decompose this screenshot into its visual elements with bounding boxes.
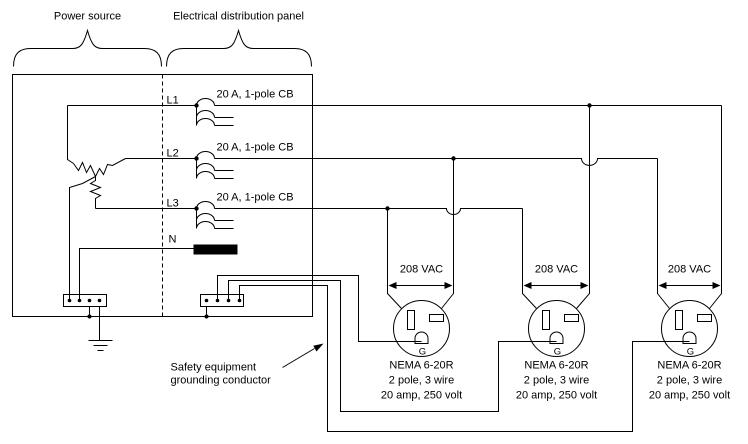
receptacle-rating: 20 amp, 250 volt — [649, 390, 730, 402]
grounding-conductor-1 — [217, 275, 416, 342]
source-ground-bar — [63, 294, 107, 307]
breaker-pole-icon — [196, 110, 215, 118]
bus-label-l1: L1 — [167, 95, 179, 107]
ground-pin-label: G — [419, 347, 426, 358]
junction-dot — [87, 314, 92, 319]
receptacle-config: 2 pole, 3 wire — [657, 375, 722, 387]
power-source-section — [63, 105, 194, 351]
wire-l1-drop — [709, 105, 722, 309]
breaker-pole-icon — [196, 163, 215, 171]
enclosure — [12, 74, 313, 317]
arrowhead-icon — [388, 282, 397, 289]
hot-slot-vertical — [675, 310, 683, 330]
winding-l2-icon — [95, 158, 126, 177]
junction-dot — [204, 314, 209, 319]
breaker-label: 20 A, 1-pole CB — [217, 142, 294, 154]
power-source-brace — [13, 28, 162, 67]
section-braces: Power source Electrical distribution pan… — [13, 11, 312, 67]
distribution-panel-label: Electrical distribution panel — [173, 11, 304, 23]
grounding-conductor-2 — [228, 280, 551, 412]
neutral-wire — [79, 248, 194, 301]
terminal-dot — [77, 298, 82, 303]
ground-pin-label: G — [554, 347, 561, 358]
breaker-pole-icon — [196, 213, 215, 221]
arrowhead-icon — [313, 343, 324, 352]
grounding-conductor-3 — [239, 285, 684, 432]
terminal-dot — [97, 298, 102, 303]
branch-wiring — [67, 103, 722, 432]
receptacle-config: 2 pole, 3 wire — [524, 375, 589, 387]
panel-ground-bar — [200, 294, 244, 307]
winding-l3-icon — [89, 176, 102, 209]
pointer-arrow — [282, 348, 315, 368]
earth-ground-icon — [88, 306, 113, 351]
ground-pin-label: G — [687, 347, 694, 358]
winding-l1-lead — [67, 105, 74, 164]
neutral-bus-bar — [193, 244, 238, 255]
receptacle-model: NEMA 6-20R — [389, 360, 453, 372]
voltage-label: 208 VAC — [668, 264, 711, 276]
breaker-pole-icon — [196, 151, 215, 159]
receptacle-model: NEMA 6-20R — [657, 360, 721, 372]
circuit-breaker-l2: 20 A, 1-pole CB — [194, 142, 294, 179]
receptacle-outline — [528, 300, 585, 357]
arrowhead-icon — [712, 282, 721, 289]
ground-pin-icon — [682, 331, 697, 344]
safety-note: Safety equipment grounding conductor — [171, 343, 324, 387]
wire-l3-drop — [387, 208, 402, 309]
receptacle-rating: 20 amp, 250 volt — [381, 390, 462, 402]
hot-slot-horizontal — [564, 314, 579, 322]
breaker-pole-icon — [196, 221, 215, 229]
winding-l1-icon — [73, 161, 96, 177]
distribution-panel-section: L1 L2 L3 N 20 A, 1-pole CB 20 A, 1-pole … — [167, 89, 294, 319]
receptacle-outline — [393, 300, 450, 357]
hot-slot-vertical — [407, 310, 415, 330]
safety-note-line2: grounding conductor — [171, 375, 272, 387]
panel-terminal-strip — [200, 294, 244, 307]
voltage-label: 208 VAC — [400, 264, 443, 276]
wire-l1-drop — [576, 105, 590, 309]
arrowhead-icon — [580, 282, 589, 289]
safety-note-line1: Safety equipment — [171, 362, 257, 374]
circuit-breaker-l1: 20 A, 1-pole CB — [194, 89, 294, 126]
breaker-label: 20 A, 1-pole CB — [217, 192, 294, 204]
arrowhead-icon — [658, 282, 667, 289]
wire-l2-drop — [657, 158, 670, 309]
wye-center-tap-wire — [69, 176, 96, 301]
bus-label-neutral: N — [169, 234, 177, 246]
wire-l3-drop — [522, 208, 537, 309]
receptacle-rating: 20 amp, 250 volt — [516, 390, 597, 402]
wire-l3 — [214, 208, 523, 215]
ground-pin-icon — [549, 331, 564, 344]
voltage-label: 208 VAC — [535, 264, 578, 276]
receptacle-2: 208 VAC G NEMA 6-20R 2 pole, 3 wire 20 a… — [516, 264, 597, 402]
terminal-dot — [67, 298, 72, 303]
terminal-dot — [87, 298, 92, 303]
arrowhead-icon — [444, 282, 453, 289]
hot-slot-horizontal — [429, 314, 444, 322]
receptacle-3: 208 VAC G NEMA 6-20R 2 pole, 3 wire 20 a… — [649, 264, 730, 402]
power-source-label: Power source — [54, 11, 121, 23]
breaker-pole-icon — [196, 201, 215, 209]
bus-label-l2: L2 — [167, 148, 179, 160]
terminal-dot — [204, 298, 209, 303]
distribution-panel-brace — [166, 28, 312, 67]
wire-l2 — [214, 158, 658, 166]
bus-label-l3: L3 — [167, 198, 179, 210]
breaker-label: 20 A, 1-pole CB — [217, 89, 294, 101]
breaker-pole-icon — [196, 118, 215, 126]
hot-slot-vertical — [542, 310, 550, 330]
receptacle-model: NEMA 6-20R — [524, 360, 588, 372]
arrowhead-icon — [523, 282, 532, 289]
ground-pin-icon — [414, 331, 429, 344]
hot-slot-horizontal — [697, 314, 712, 322]
receptacle-1: 208 VAC G NEMA 6-20R 2 pole, 3 wire 20 a… — [381, 264, 462, 402]
breaker-pole-icon — [196, 98, 215, 106]
receptacle-outline — [661, 300, 718, 357]
source-terminal-strip — [63, 294, 107, 307]
receptacle-config: 2 pole, 3 wire — [389, 375, 454, 387]
wire-l2-drop — [441, 158, 454, 309]
circuit-breaker-l3: 20 A, 1-pole CB — [194, 192, 294, 229]
breaker-pole-icon — [196, 171, 215, 179]
